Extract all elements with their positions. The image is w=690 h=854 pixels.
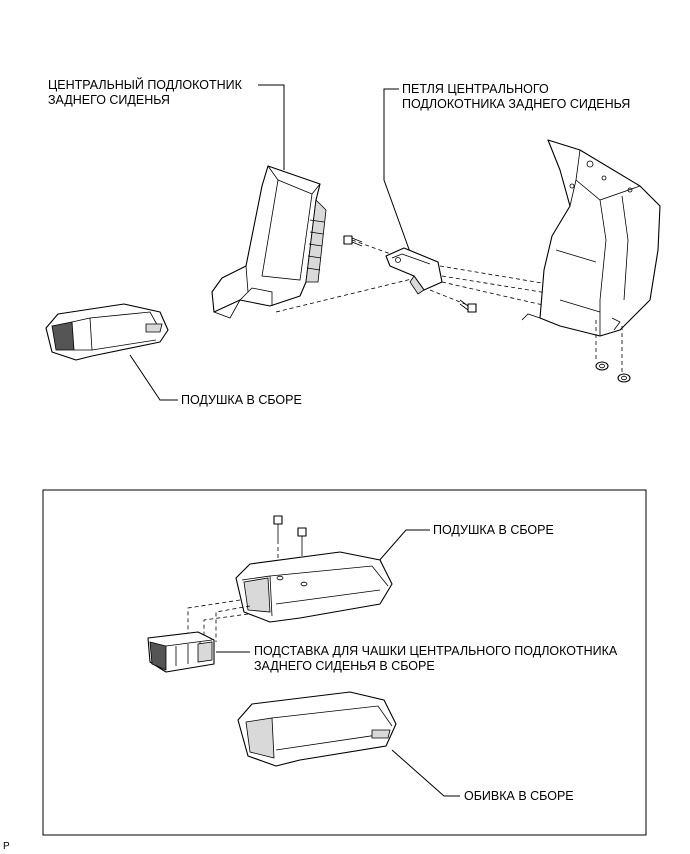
- leader-cushion-top: [129, 354, 178, 401]
- nut-1: [595, 361, 609, 371]
- label-armrest-line1: ЦЕНТРАЛЬНЫЙ ПОДЛОКОТНИК: [48, 78, 242, 92]
- label-cupholder-line1: ПОДСТАВКА ДЛЯ ЧАШКИ ЦЕНТРАЛЬНОГО ПОДЛОКО…: [254, 644, 618, 658]
- label-armrest-line2: ЗАДНЕГО СИДЕНЬЯ: [48, 93, 170, 107]
- label-cover: ОБИВКА В СБОРЕ: [464, 789, 574, 803]
- label-cushion-box: ПОДУШКА В СБОРЕ: [433, 523, 554, 537]
- cover-assy-part: [237, 691, 397, 767]
- cup-holder-part: [147, 631, 215, 673]
- bolt-left: [343, 235, 363, 247]
- label-hinge-line2: ПОДЛОКОТНИКА ЗАДНЕГО СИДЕНЬЯ: [402, 97, 631, 111]
- cushion-assy-box-part: [235, 551, 393, 623]
- cushion-assy-top-part: [45, 303, 169, 361]
- detail-box: [42, 489, 647, 836]
- nut-2: [617, 373, 631, 383]
- leader-cover: [391, 749, 460, 797]
- label-cushion-top: ПОДУШКА В СБОРЕ: [181, 393, 302, 407]
- label-hinge-line1: ПЕТЛЯ ЦЕНТРАЛЬНОГО: [402, 82, 549, 96]
- leader-cushion-box: [377, 529, 430, 563]
- leader-hinge: [383, 88, 411, 253]
- corner-mark: P: [3, 841, 10, 852]
- label-cupholder-line2: ЗАДНЕГО СИДЕНЬЯ В СБОРЕ: [254, 659, 435, 673]
- seat-back-frame: [521, 139, 661, 337]
- bolt-lower: [459, 299, 477, 313]
- align-armrest-hinge: [275, 277, 417, 313]
- leader-armrest: [258, 84, 285, 170]
- center-armrest-part: [211, 165, 327, 319]
- align-hinge-bolt: [429, 289, 471, 307]
- hinge-part: [385, 247, 443, 295]
